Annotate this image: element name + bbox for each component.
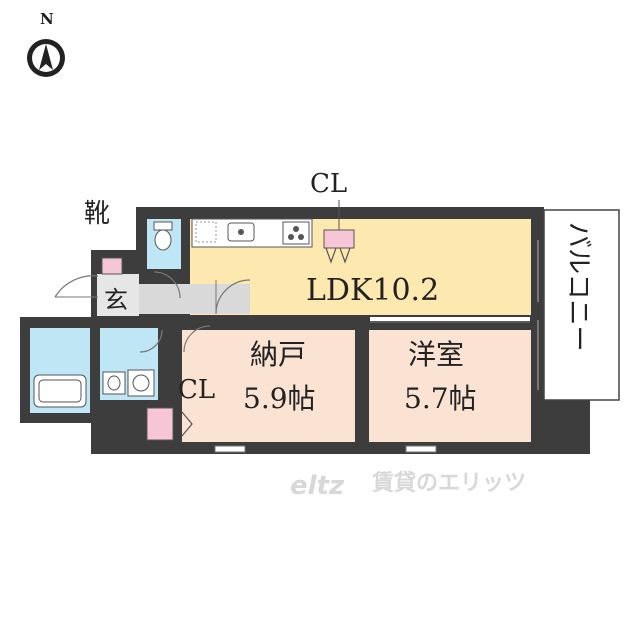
compass-label: N	[40, 10, 54, 28]
entrance-floor	[97, 274, 139, 316]
balcony-label: バルコニー	[563, 222, 593, 351]
compass: N	[27, 10, 65, 77]
balcony-area	[543, 209, 620, 401]
hall-floor	[138, 284, 250, 314]
kitchen-counter	[191, 218, 313, 248]
storage-room-size: 5.9帖	[243, 382, 316, 415]
watermark-logo: eltz	[290, 471, 345, 501]
storage-room-name: 納戸	[250, 338, 306, 371]
closet-left-label: CL	[178, 375, 215, 405]
western-room-size: 5.7帖	[404, 382, 477, 415]
watermark: eltz 賃貸のエリッツ	[290, 470, 526, 501]
entrance-label: 玄	[104, 286, 128, 314]
western-room-name: 洋室	[408, 338, 464, 371]
bathtub-icon	[33, 374, 87, 408]
closet-top-mark	[323, 229, 355, 249]
shoes-label: 靴	[84, 199, 110, 229]
storage-room-floor	[182, 330, 355, 442]
shoe-cabinet-mark	[101, 257, 123, 275]
ldk-label: LDK10.2	[306, 273, 439, 308]
watermark-text: 賃貸のエリッツ	[371, 470, 526, 496]
western-room-floor	[369, 330, 531, 442]
closet-left-mark	[146, 407, 174, 441]
sink-icon	[102, 371, 126, 395]
closet-top-label: CL	[310, 169, 347, 199]
toilet-icon	[153, 221, 173, 251]
washing-machine-icon	[127, 369, 155, 397]
